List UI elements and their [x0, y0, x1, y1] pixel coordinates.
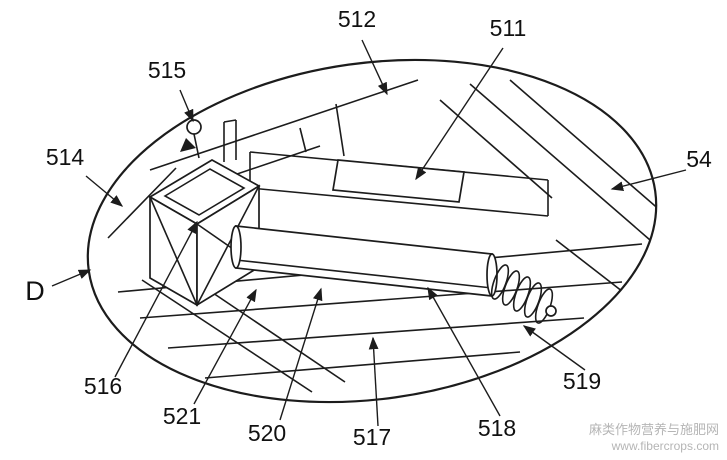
- leader-516: [114, 220, 198, 378]
- label-54: 54: [686, 146, 712, 172]
- pin-head: [186, 119, 202, 135]
- leader-517: [368, 336, 379, 427]
- label-519: 519: [563, 368, 601, 394]
- label-512: 512: [338, 6, 376, 32]
- watermark-line-2: www.fibercrops.com: [611, 439, 719, 453]
- channel-slot: [332, 159, 465, 203]
- label-515: 515: [148, 57, 186, 83]
- leader-520: [279, 287, 323, 421]
- leader-54: [610, 169, 687, 191]
- rod-left-cap: [230, 225, 242, 269]
- watermark-line-1: 麻类作物营养与施肥网: [589, 422, 719, 437]
- label-detail-d: D: [25, 276, 45, 306]
- label-514: 514: [46, 144, 85, 170]
- pin-wedge: [180, 138, 196, 152]
- label-521: 521: [163, 403, 201, 429]
- rod-shaft: [230, 225, 498, 297]
- reference-labels: 512 511 515 514 54 D 516 521 520 517 518…: [25, 6, 712, 450]
- rod-body: [235, 225, 493, 297]
- spring-end-cap: [545, 305, 557, 317]
- label-517: 517: [353, 424, 391, 450]
- guide-channel: [249, 151, 549, 217]
- leader-518: [427, 286, 501, 417]
- pin-fastener: [180, 119, 202, 159]
- cube-block: [148, 159, 261, 307]
- leader-511: [415, 47, 504, 181]
- watermark: 麻类作物营养与施肥网 www.fibercrops.com: [589, 422, 719, 453]
- label-518: 518: [478, 415, 516, 441]
- coil-spring: [490, 264, 557, 324]
- leader-521: [193, 288, 257, 405]
- leader-512: [361, 39, 388, 96]
- leader-515: [179, 89, 194, 123]
- leader-519: [522, 325, 586, 371]
- leader-lines: [51, 39, 687, 427]
- interior-structure: [107, 79, 663, 393]
- leader-514: [85, 175, 124, 207]
- label-516: 516: [84, 373, 122, 399]
- leader-detail-d: [51, 269, 92, 287]
- label-511: 511: [490, 15, 527, 41]
- label-520: 520: [248, 420, 286, 446]
- cube-top-inset: [163, 168, 246, 216]
